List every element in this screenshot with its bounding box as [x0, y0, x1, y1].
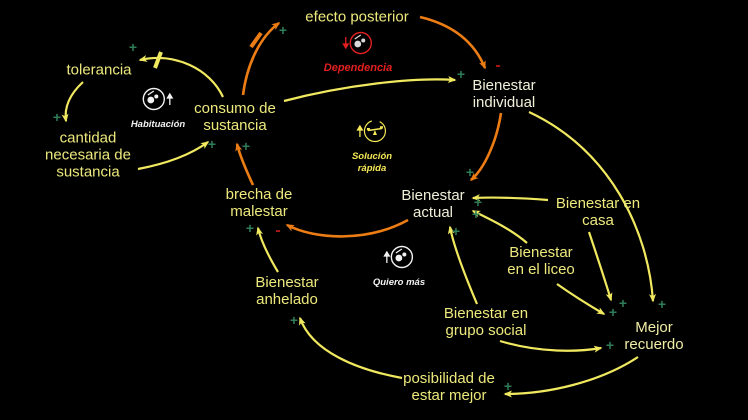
sign-plus: + [503, 378, 513, 394]
link-cantidad-consumo [137, 141, 210, 171]
sign-plus: + [471, 206, 481, 222]
loop-solucion-rapida: Solución rápida [352, 118, 392, 174]
loop-label: Habituación [130, 119, 186, 130]
link-tolerancia-cantidad [61, 81, 84, 123]
node-bienestar-grupo-social: Bienestar en grupo social [444, 305, 528, 339]
loop-label: Quiero más [372, 277, 426, 288]
link-individual-actual [469, 112, 503, 181]
node-bienestar-casa: Bienestar en casa [556, 195, 640, 229]
loop-habituacion: Habituación [131, 86, 185, 130]
node-label: necesaria de [45, 146, 131, 164]
link-casa-recuerdo [587, 231, 613, 302]
link-individual-recuerdo [528, 111, 656, 303]
sign-plus: + [605, 337, 615, 353]
link-brecha-consumo [235, 142, 255, 186]
node-tolerancia: tolerancia [66, 62, 131, 79]
node-posibilidad-estar-mejor: posibilidad de estar mejor [403, 370, 495, 404]
link-grupo-actual [447, 225, 479, 305]
snowball-reinforcing-loop-icon [383, 245, 414, 269]
node-label: Bienestar [509, 244, 573, 261]
sign-plus: + [465, 164, 475, 180]
balance-scale-loop-icon [356, 119, 387, 143]
node-label: sustancia [203, 117, 267, 134]
snowball-reinforcing-loop-icon [142, 87, 174, 111]
sign-plus: + [52, 109, 62, 125]
node-label: efecto posterior [305, 8, 409, 26]
sign-plus: + [278, 22, 288, 38]
link-casa-actual [471, 194, 549, 202]
loop-quiero-mas: Quiero más [373, 244, 425, 288]
link-anhelado-brecha [256, 226, 279, 273]
sign-plus: + [657, 296, 667, 312]
link-liceo-actual [471, 210, 528, 244]
node-cantidad-necesaria: cantidad necesaria de sustancia [45, 130, 131, 181]
node-label: en el liceo [507, 261, 575, 278]
node-label: tolerancia [66, 61, 132, 79]
node-label: Mejor [635, 319, 673, 336]
node-label: estar mejor [411, 387, 487, 404]
sign-plus: + [289, 312, 299, 328]
loop-label: Solución [351, 151, 393, 162]
node-label: Bienestar [472, 77, 536, 94]
node-mejor-recuerdo: Mejor recuerdo [624, 319, 683, 353]
sign-plus: + [451, 223, 461, 239]
node-label: Bienestar [401, 187, 465, 204]
node-label: recuerdo [624, 336, 684, 353]
node-label: brecha de [225, 186, 293, 203]
node-efecto-posterior: efecto posterior [305, 9, 408, 26]
loop-dependencia: Dependencia [324, 30, 392, 74]
node-bienestar-individual: Bienestar individual [472, 77, 535, 111]
link-liceo-recuerdo [556, 283, 606, 315]
node-consumo-sustancia: consumo de sustancia [194, 100, 276, 134]
sign-plus: + [128, 39, 138, 55]
node-brecha-malestar: brecha de malestar [226, 186, 293, 220]
node-label: Bienestar en [443, 305, 529, 322]
link-consumo-efecto [241, 21, 281, 96]
node-label: Bienestar [255, 274, 319, 291]
sign-plus: + [473, 194, 483, 210]
sign-plus: + [608, 304, 618, 320]
link-actual-brecha [285, 218, 409, 238]
node-bienestar-anhelado: Bienestar anhelado [255, 274, 318, 308]
link-recuerdo-posibilidad [503, 356, 639, 398]
node-label: cantidad [59, 129, 117, 147]
node-label: consumo de [194, 100, 276, 117]
link-posibilidad-anhelado [298, 316, 403, 380]
loop-label: Dependencia [323, 62, 393, 74]
node-bienestar-actual: Bienestar actual [401, 187, 464, 221]
sign-plus: + [456, 66, 466, 82]
snowball-reinforcing-loop-icon [342, 31, 373, 55]
sign-plus: + [245, 220, 255, 236]
link-consumo-individual [283, 75, 457, 103]
node-label: casa [582, 212, 614, 229]
node-label: actual [412, 204, 454, 221]
node-label: anhelado [256, 291, 318, 308]
link-efecto-individual [419, 15, 487, 70]
delay-mark-consumo-efecto [249, 31, 263, 49]
node-bienestar-liceo: Bienestar en el liceo [507, 244, 575, 278]
sign-plus: + [618, 295, 628, 311]
link-consumo-tolerancia [138, 55, 224, 98]
link-grupo-recuerdo [499, 339, 603, 353]
loop-label: rápida [357, 163, 387, 174]
node-label: malestar [230, 203, 288, 220]
sign-minus: - [495, 57, 501, 74]
node-label: Bienestar en [555, 195, 641, 212]
sign-minus: - [275, 222, 281, 239]
node-label: posibilidad de [403, 370, 495, 387]
node-label: grupo social [445, 322, 527, 339]
sign-plus: + [241, 138, 251, 154]
sign-plus: + [207, 136, 217, 152]
delay-mark-consumo-tolerancia [153, 51, 163, 69]
node-label: sustancia [56, 163, 120, 181]
node-label: individual [472, 94, 536, 111]
